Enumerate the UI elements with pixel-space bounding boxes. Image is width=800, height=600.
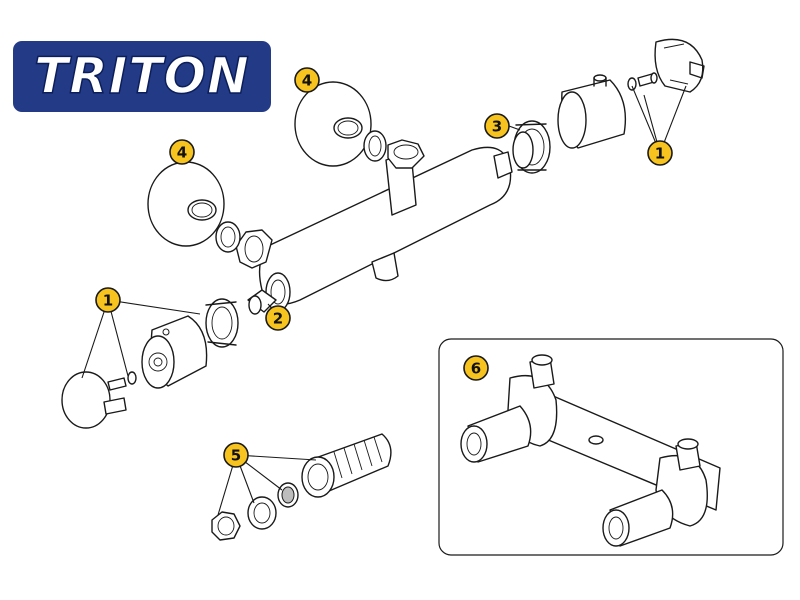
right-screw-washer [627, 72, 658, 91]
callout-2: 2 [265, 305, 291, 331]
svg-text:2: 2 [273, 310, 283, 328]
callout-5: 5 [223, 442, 249, 468]
valve-body [235, 139, 513, 312]
sealing-washer [247, 496, 277, 530]
shroud-top [294, 81, 372, 167]
filter-washer [277, 482, 299, 508]
left-cartridge-nut [205, 298, 239, 348]
wall-bracket-assembly [460, 354, 721, 547]
callout-6: 6 [463, 355, 489, 381]
right-end-cap [654, 38, 705, 93]
threaded-connector [301, 433, 392, 498]
callout-4-top: 4 [294, 67, 320, 93]
callout-1-left: 1 [95, 287, 121, 313]
svg-text:1: 1 [103, 292, 113, 310]
left-control-handle [141, 315, 208, 389]
left-screw-washer [107, 371, 137, 391]
logo-text: TRITON [33, 46, 250, 106]
o-ring-top [363, 130, 387, 162]
svg-text:3: 3 [492, 118, 502, 136]
callout-4-left: 4 [169, 139, 195, 165]
spindle-left [247, 289, 277, 315]
shroud-left [147, 161, 225, 247]
left-end-cap [61, 371, 127, 429]
triton-logo: TRITON [13, 41, 271, 112]
right-control-handle [557, 74, 627, 149]
svg-text:4: 4 [302, 72, 312, 90]
callout-3: 3 [484, 113, 510, 139]
svg-text:4: 4 [177, 144, 187, 162]
callout-1-right: 1 [647, 140, 673, 166]
svg-text:5: 5 [231, 447, 241, 465]
hex-nut-small [211, 511, 241, 541]
right-cartridge-nut [512, 120, 551, 174]
o-ring-left [215, 221, 241, 253]
svg-text:1: 1 [655, 145, 665, 163]
svg-text:6: 6 [471, 360, 481, 378]
